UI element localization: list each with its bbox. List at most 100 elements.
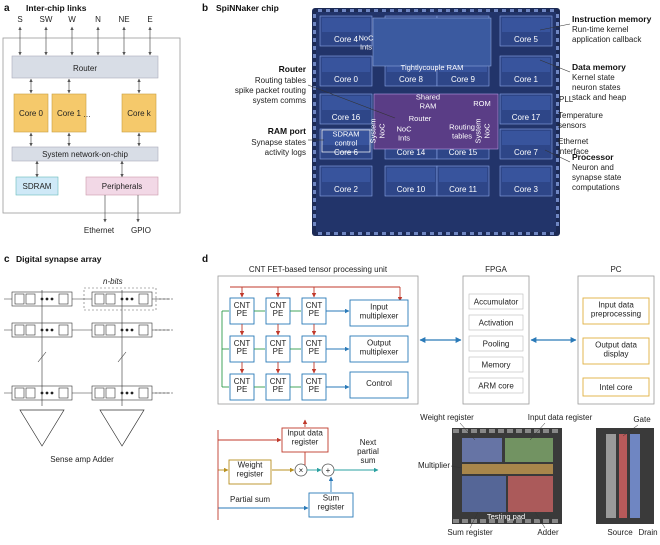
pad: [556, 78, 559, 82]
pad: [556, 142, 559, 146]
fet-source: [606, 434, 616, 518]
pad: [313, 78, 316, 82]
bit-cell: [25, 387, 36, 399]
pad: [556, 166, 559, 170]
pad: [556, 158, 559, 162]
bit-cell: [105, 293, 116, 305]
link-label-sw: SW: [40, 15, 53, 24]
ethernet-label: Ethernet: [84, 226, 115, 235]
noc-box: [11, 146, 159, 162]
pad: [313, 126, 316, 130]
core-label: Core k: [127, 109, 152, 118]
micrograph-pad: [507, 519, 513, 523]
pad: [526, 232, 530, 235]
pad: [313, 214, 316, 218]
pad: [518, 232, 522, 235]
pc-item-box: [582, 297, 650, 325]
pad: [422, 232, 426, 235]
pad: [556, 118, 559, 122]
bit-ellipsis-dot: [130, 328, 134, 332]
pad: [313, 110, 316, 114]
pad: [454, 9, 458, 12]
central-block: [373, 93, 499, 150]
tpu-title: CNT FET-based tensor processing unit: [249, 265, 388, 274]
pad: [313, 46, 316, 50]
pad: [406, 9, 410, 12]
core-ellipsis: …: [83, 110, 91, 119]
core-tile-logic: [439, 168, 487, 182]
pad: [313, 30, 316, 34]
pad: [542, 232, 546, 235]
pad: [313, 142, 316, 146]
pad: [556, 214, 559, 218]
pc-frame: [577, 275, 655, 405]
callout-router-leader: [307, 84, 396, 119]
pad: [430, 9, 434, 12]
bit-cell: [58, 324, 69, 336]
core-tile-logic: [322, 58, 370, 72]
fpga-item-box: [468, 356, 524, 373]
panel-a-frame: [2, 37, 181, 214]
pad: [318, 232, 322, 235]
input-data-register-callout: Input data register: [528, 413, 593, 422]
pad: [366, 232, 370, 235]
pad: [313, 38, 316, 42]
pad: [313, 70, 316, 74]
fpga-frame: [462, 275, 530, 405]
pad: [486, 232, 490, 235]
pad: [313, 174, 316, 178]
pad: [342, 9, 346, 12]
bit-cell: [58, 387, 69, 399]
pad: [510, 232, 514, 235]
callout-router-line: system comms: [253, 96, 306, 105]
core-tile-logic: [387, 168, 435, 182]
pad: [313, 22, 316, 26]
callout-right-line: interface: [558, 147, 589, 156]
micrograph-pad: [480, 429, 486, 433]
panel-d: d CNT FET-based tensor processing unit C…: [202, 254, 658, 537]
core-tile-label: Core 5: [514, 35, 539, 44]
micrograph-pad: [489, 429, 495, 433]
bit-cell: [14, 387, 25, 399]
pad: [534, 9, 538, 12]
tpu-block-label: Control: [366, 379, 392, 388]
router-center-label: Router: [409, 114, 432, 123]
chip-pads: [313, 9, 559, 235]
pad: [414, 9, 418, 12]
pad: [313, 206, 316, 210]
pad: [556, 182, 559, 186]
core-box: [121, 93, 157, 133]
pad: [556, 110, 559, 114]
core-tile-label: Core 7: [514, 148, 539, 157]
pad: [486, 9, 490, 12]
fpga-item-box: [468, 335, 524, 352]
router-box: [11, 55, 159, 79]
weight-register-region: [462, 438, 502, 462]
sense-amp-adder-label: Sense amp Adder: [50, 455, 114, 464]
core-tile-label: Core 4: [334, 35, 359, 44]
core-tile-logic: [502, 168, 550, 182]
core-tile-logic: [502, 131, 550, 145]
pad: [358, 9, 362, 12]
callout-right-title: Instruction memory: [572, 14, 652, 24]
bit-cell: [14, 293, 25, 305]
bit-cell: [105, 387, 116, 399]
pad: [446, 9, 450, 12]
bit-cell: [138, 324, 149, 336]
pad: [556, 134, 559, 138]
core-label: Core 1: [57, 109, 82, 118]
pad: [390, 232, 394, 235]
sum-register-region: [462, 476, 506, 512]
bit-ellipsis-dot: [50, 297, 54, 301]
pad: [318, 9, 322, 12]
pad: [556, 174, 559, 178]
bit-cell: [94, 324, 105, 336]
